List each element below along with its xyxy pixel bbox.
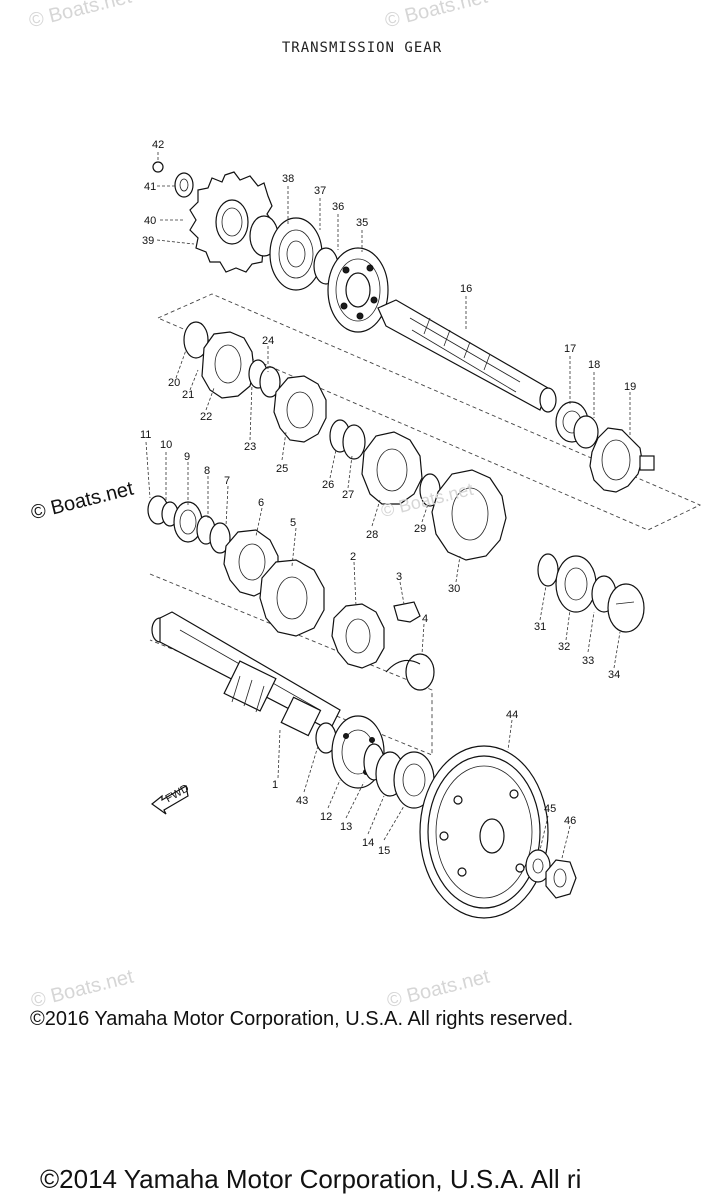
main-axle-frame bbox=[157, 293, 702, 531]
callout-36: 36 bbox=[332, 201, 344, 213]
callout-9: 9 bbox=[184, 451, 190, 463]
part-44-primary-gear bbox=[419, 745, 549, 919]
callout-24: 24 bbox=[262, 335, 274, 347]
main-axle-gears bbox=[183, 321, 507, 561]
part-30-gear bbox=[431, 469, 507, 561]
callout-7: 7 bbox=[224, 475, 230, 487]
callout-31: 31 bbox=[534, 621, 546, 633]
callout-46: 46 bbox=[564, 815, 576, 827]
callout-21: 21 bbox=[182, 389, 194, 401]
part-25-gear bbox=[273, 375, 327, 443]
callout-33: 33 bbox=[582, 655, 594, 667]
callout-40: 40 bbox=[144, 215, 156, 227]
callout-labels: 42 41 40 39 38 37 36 35 16 17 18 19 20 2… bbox=[140, 139, 636, 857]
part-7-circlip bbox=[209, 522, 231, 554]
callout-17: 17 bbox=[564, 343, 576, 355]
part-22-gear bbox=[201, 331, 255, 399]
callout-43: 43 bbox=[296, 795, 308, 807]
drive-axle-left-parts bbox=[147, 495, 435, 691]
callout-13: 13 bbox=[340, 821, 352, 833]
callout-8: 8 bbox=[204, 465, 210, 477]
callout-37: 37 bbox=[314, 185, 326, 197]
callout-42: 42 bbox=[152, 139, 164, 151]
part-1-drive-axle bbox=[151, 611, 341, 737]
callout-34: 34 bbox=[608, 669, 620, 681]
callout-45: 45 bbox=[544, 803, 556, 815]
part-37-bearing bbox=[269, 217, 323, 291]
part-5-gear bbox=[259, 559, 325, 637]
main-axle-right-end bbox=[555, 401, 655, 493]
part-3-clip bbox=[393, 601, 421, 623]
part-41-collar bbox=[174, 172, 194, 198]
drive-axle-frame bbox=[149, 573, 433, 756]
callout-15: 15 bbox=[378, 845, 390, 857]
callout-27: 27 bbox=[342, 489, 354, 501]
part-19-gear bbox=[589, 427, 655, 493]
callout-16: 16 bbox=[460, 283, 472, 295]
callout-28: 28 bbox=[366, 529, 378, 541]
part-46-nut bbox=[545, 859, 577, 899]
callout-20: 20 bbox=[168, 377, 180, 389]
part-32-bearing bbox=[555, 555, 597, 613]
copyright-2016: ©2016 Yamaha Motor Corporation, U.S.A. A… bbox=[30, 1008, 574, 1030]
drive-sprocket-assembly bbox=[152, 161, 389, 333]
callout-38: 38 bbox=[282, 173, 294, 185]
part-24-circlip bbox=[259, 366, 281, 398]
callout-30: 30 bbox=[448, 583, 460, 595]
callout-11: 11 bbox=[140, 429, 151, 441]
part-16-main-axle bbox=[377, 299, 557, 413]
callout-44: 44 bbox=[506, 709, 518, 721]
part-20-circlip bbox=[183, 321, 209, 359]
part-27-circlip bbox=[342, 424, 366, 460]
callout-1: 1 bbox=[272, 779, 278, 791]
callout-23: 23 bbox=[244, 441, 256, 453]
page-title: TRANSMISSION GEAR bbox=[281, 40, 443, 56]
callout-18: 18 bbox=[588, 359, 600, 371]
part-2-gear bbox=[331, 603, 385, 669]
part-28-gear bbox=[361, 431, 423, 505]
part-42-nut bbox=[152, 161, 164, 173]
callout-5: 5 bbox=[290, 517, 296, 529]
callout-14: 14 bbox=[362, 837, 374, 849]
callout-10: 10 bbox=[160, 439, 172, 451]
part-45-washer bbox=[525, 849, 551, 883]
part-4-circlip bbox=[385, 653, 435, 691]
drive-axle-bearing-parts bbox=[315, 715, 435, 809]
callout-41: 41 bbox=[144, 181, 156, 193]
drive-axle-right-end bbox=[537, 553, 645, 633]
transmission-exploded-diagram: FWD bbox=[140, 139, 702, 919]
callout-29: 29 bbox=[414, 523, 426, 535]
leader-lines bbox=[145, 152, 631, 859]
fwd-direction-arrow: FWD bbox=[151, 782, 191, 815]
part-31-circlip bbox=[537, 553, 559, 587]
copyright-2014: ©2014 Yamaha Motor Corporation, U.S.A. A… bbox=[40, 1164, 582, 1194]
callout-6: 6 bbox=[258, 497, 264, 509]
callout-4: 4 bbox=[422, 613, 428, 625]
callout-39: 39 bbox=[142, 235, 154, 247]
callout-32: 32 bbox=[558, 641, 570, 653]
callout-25: 25 bbox=[276, 463, 288, 475]
callout-2: 2 bbox=[350, 551, 356, 563]
callout-12: 12 bbox=[320, 811, 332, 823]
part-18-circlip bbox=[573, 415, 599, 449]
callout-26: 26 bbox=[322, 479, 334, 491]
callout-22: 22 bbox=[200, 411, 212, 423]
part-34-cap bbox=[607, 583, 645, 633]
callout-3: 3 bbox=[396, 571, 402, 583]
callout-19: 19 bbox=[624, 381, 636, 393]
part-35-bearing bbox=[327, 247, 389, 333]
callout-35: 35 bbox=[356, 217, 368, 229]
